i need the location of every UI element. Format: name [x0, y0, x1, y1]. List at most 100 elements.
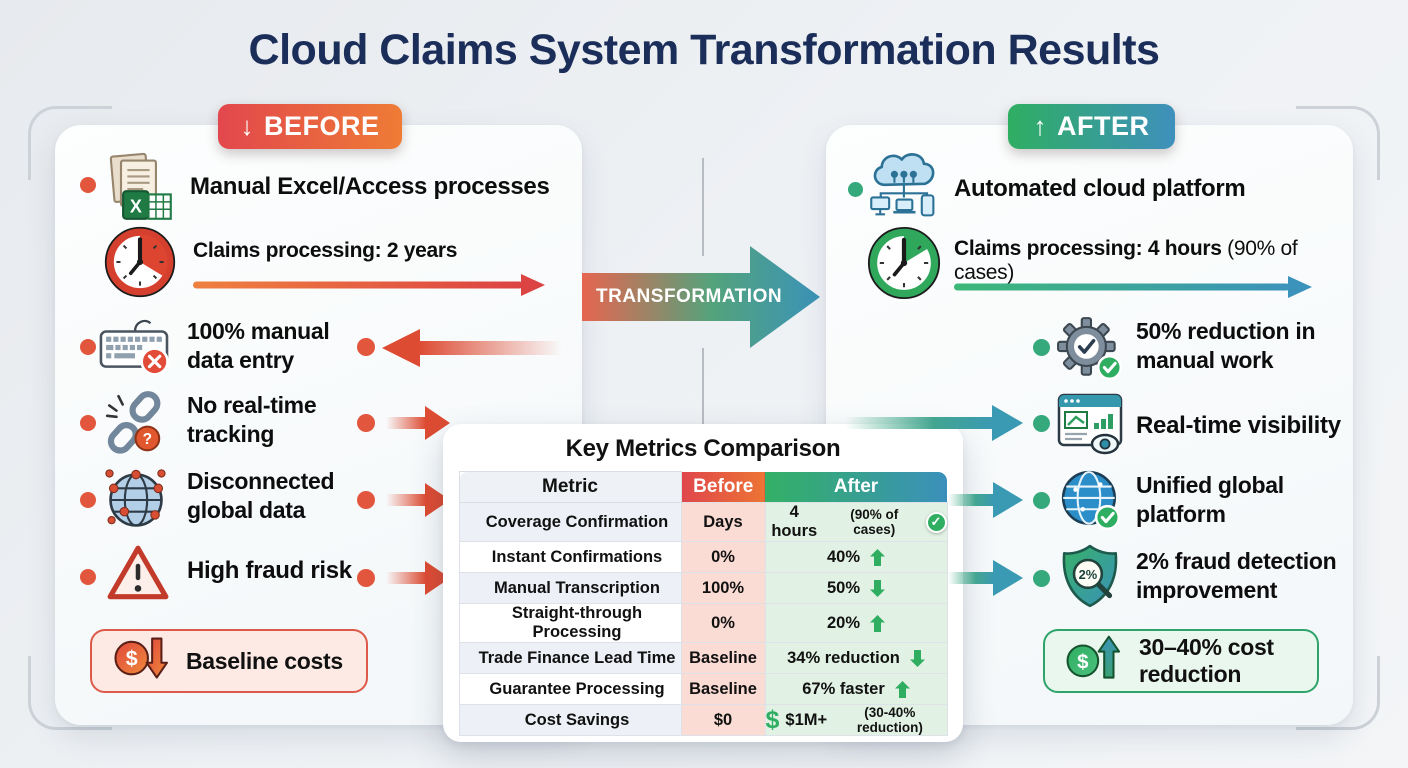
bullet-dot	[80, 415, 96, 431]
before-cell: Days	[680, 502, 766, 542]
after-cell: 50%	[764, 572, 948, 604]
before-cell: 0%	[680, 541, 766, 573]
svg-text:X: X	[130, 196, 142, 216]
down-arrow-icon: ↓	[240, 111, 254, 141]
bullet-dot	[80, 569, 96, 585]
cloud-network-icon	[866, 151, 946, 230]
before-badge: ↓ BEFORE	[218, 104, 402, 149]
before-item-manual-entry-label: 100% manual data entry	[187, 318, 330, 373]
up-arrow-icon	[894, 680, 910, 698]
red-right-flow-arrow	[386, 483, 450, 522]
metric-cell: Cost Savings	[458, 704, 682, 736]
up-arrow-icon	[870, 614, 886, 632]
red-right-flow-arrow	[386, 406, 450, 445]
baseline-costs-label: Baseline costs	[186, 647, 343, 674]
svg-text:$: $	[126, 646, 138, 670]
before-cell: 0%	[680, 603, 766, 643]
table-row: Straight-through Processing 0% 20%	[458, 603, 948, 643]
flow-dot	[1033, 570, 1050, 587]
flow-dot	[357, 414, 375, 432]
after-cell: 34% reduction	[764, 642, 948, 674]
transformation-label: TRANSFORMATION	[596, 286, 783, 307]
down-arrow-icon	[870, 579, 886, 597]
table-row: Coverage Confirmation Days 4 hours (90% …	[458, 502, 948, 542]
table-row: Cost Savings $0 $ $1M+ (30-40% reduction…	[458, 704, 948, 736]
table-row: Trade Finance Lead Time Baseline 34% red…	[458, 642, 948, 674]
after-cell: 4 hours (90% of cases) ✓	[764, 502, 948, 542]
table-row: Manual Transcription 100% 50%	[458, 572, 948, 604]
before-cell: 100%	[680, 572, 766, 604]
flow-dot	[357, 338, 375, 356]
before-item-fraud-label: High fraud risk	[187, 557, 352, 584]
metrics-title: Key Metrics Comparison	[565, 435, 841, 462]
corner-bracket-top-left	[28, 106, 112, 180]
metric-cell: Coverage Confirmation	[458, 502, 682, 542]
corner-bracket-top-right	[1296, 106, 1380, 180]
before-cell: $0	[680, 704, 766, 736]
after-timeline-label: Claims processing: 4 hours (90% of cases…	[954, 237, 1298, 284]
after-item-fraud-label: 2% fraud detection improvement	[1136, 548, 1337, 603]
bullet-dot	[80, 492, 96, 508]
green-flow-arrow	[845, 405, 1023, 446]
check-circle-icon: ✓	[925, 511, 947, 533]
after-timeline-arrow	[954, 275, 1312, 304]
after-item-unified-label: Unified global platform	[1136, 472, 1284, 527]
dollar-down-icon: $	[110, 633, 172, 690]
bullet-dot	[848, 182, 863, 197]
before-item-global-data-label: Disconnected global data	[187, 468, 335, 523]
before-column-header: Before	[681, 471, 765, 503]
dashboard-eye-icon	[1057, 392, 1127, 461]
table-row: Guarantee Processing Baseline 67% faster	[458, 673, 948, 705]
before-timeline-label: Claims processing: 2 years	[193, 239, 458, 262]
before-cell: Baseline	[680, 673, 766, 705]
red-left-flow-arrow	[382, 329, 562, 372]
green-flow-arrow	[948, 560, 1023, 601]
after-item-visibility-label: Real-time visibility	[1136, 412, 1341, 439]
cost-reduction-label: 30–40% cost reduction	[1139, 634, 1274, 687]
flow-dot	[1033, 492, 1050, 509]
excel-documents-icon: X	[103, 151, 175, 228]
metrics-card: Key Metrics Comparison Metric Before Aft…	[443, 424, 963, 742]
metric-column-header: Metric	[458, 471, 682, 503]
metric-cell: Manual Transcription	[458, 572, 682, 604]
bullet-dot	[80, 177, 96, 193]
keyboard-error-icon	[97, 315, 173, 384]
before-item-tracking-label: No real-time tracking	[187, 392, 317, 447]
dollar-up-icon: $	[1063, 633, 1125, 690]
metric-cell: Instant Confirmations	[458, 541, 682, 573]
after-cell: 20%	[764, 603, 948, 643]
before-item-excel-label: Manual Excel/Access processes	[190, 173, 550, 200]
warning-triangle-icon	[105, 543, 171, 608]
green-flow-arrow	[948, 482, 1023, 523]
after-cell: 67% faster	[764, 673, 948, 705]
dollar-icon: $	[765, 705, 780, 734]
cost-reduction-box: $ 30–40% cost reduction	[1043, 629, 1319, 693]
before-cell: Baseline	[680, 642, 766, 674]
flow-dot	[357, 569, 375, 587]
after-cell: 40%	[764, 541, 948, 573]
after-cell: $ $1M+ (30-40% reduction)	[764, 704, 948, 736]
broken-chain-icon: ?	[101, 389, 169, 462]
table-header-row: Metric Before After	[458, 471, 947, 503]
shield-percent-label: 2%	[1079, 567, 1098, 582]
svg-text:$: $	[1077, 651, 1089, 673]
after-item-cloud-label: Automated cloud platform	[954, 175, 1246, 202]
svg-text:?: ?	[143, 431, 152, 448]
gear-check-icon	[1055, 315, 1127, 388]
green-clock-icon	[864, 223, 944, 308]
metric-cell: Trade Finance Lead Time	[458, 642, 682, 674]
flow-dot	[1033, 339, 1050, 356]
down-arrow-icon	[909, 649, 925, 667]
metrics-table: Metric Before After Coverage Confirmatio…	[458, 471, 948, 736]
fraud-shield-icon: 2%	[1057, 543, 1125, 616]
flow-dot	[357, 491, 375, 509]
up-arrow-icon	[870, 548, 886, 566]
after-badge-label: AFTER	[1057, 111, 1150, 141]
flow-dot	[1033, 415, 1050, 432]
table-row: Instant Confirmations 0% 40%	[458, 541, 948, 573]
center-divider-top	[702, 158, 704, 256]
after-column-header: After	[765, 471, 947, 503]
up-arrow-icon: ↑	[1033, 111, 1047, 141]
baseline-costs-box: $ Baseline costs	[90, 629, 368, 693]
